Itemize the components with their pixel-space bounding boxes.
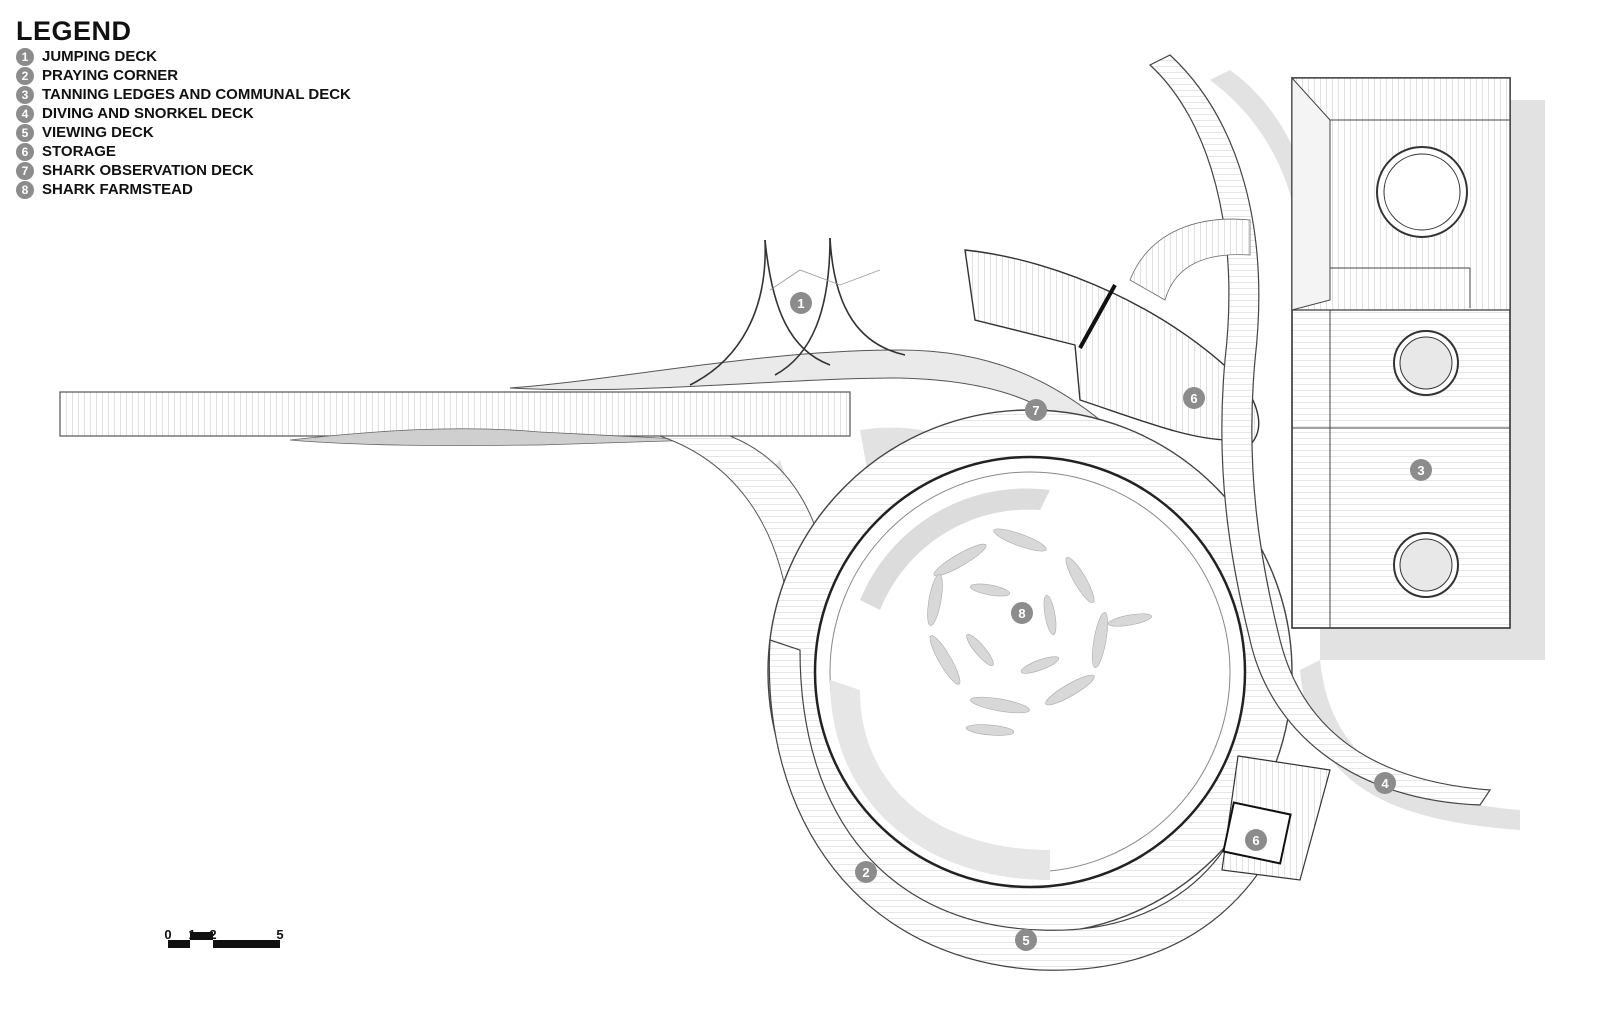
legend-item: 7 SHARK OBSERVATION DECK <box>16 162 436 180</box>
scale-tick: 0 <box>164 927 172 942</box>
long-pier <box>59 349 1101 446</box>
stair-arc <box>1129 218 1251 301</box>
legend-item: 6 STORAGE <box>16 143 436 161</box>
svg-text:7: 7 <box>1032 403 1039 418</box>
svg-text:1: 1 <box>797 296 804 311</box>
legend-label: JUMPING DECK <box>42 48 158 65</box>
jumping-deck <box>689 237 906 386</box>
legend-item: 3 TANNING LEDGES AND COMMUNAL DECK <box>16 86 436 104</box>
legend-number: 7 <box>16 162 34 180</box>
legend-item: 4 DIVING AND SNORKEL DECK <box>16 105 436 123</box>
marker-3: 3 <box>1410 459 1432 481</box>
legend-label: VIEWING DECK <box>42 124 154 141</box>
scale-segment <box>168 940 190 948</box>
marker-7: 7 <box>1025 399 1047 421</box>
svg-text:4: 4 <box>1381 776 1389 791</box>
plan-markers: 1 2 3 4 5 6 6 7 8 <box>790 292 1432 951</box>
legend-label: DIVING AND SNORKEL DECK <box>42 105 254 122</box>
marker-6b: 6 <box>1245 829 1267 851</box>
legend-label: STORAGE <box>42 143 116 160</box>
svg-text:6: 6 <box>1190 391 1197 406</box>
legend-number: 2 <box>16 67 34 85</box>
legend-title: LEGEND <box>16 16 132 46</box>
marker-2: 2 <box>855 861 877 883</box>
marker-4: 4 <box>1374 772 1396 794</box>
legend-item: 5 VIEWING DECK <box>16 124 436 142</box>
marker-5: 5 <box>1015 929 1037 951</box>
legend-label: PRAYING CORNER <box>42 67 179 84</box>
communal-deck <box>1291 76 1511 629</box>
legend-number: 3 <box>16 86 34 104</box>
legend-number: 5 <box>16 124 34 142</box>
legend-label: SHARK FARMSTEAD <box>42 181 193 198</box>
legend-number: 1 <box>16 48 34 66</box>
legend-label: SHARK OBSERVATION DECK <box>42 162 254 179</box>
shark-school <box>927 528 1152 736</box>
scale-tick: 5 <box>276 927 284 942</box>
scale-segment <box>190 932 213 940</box>
legend-label: TANNING LEDGES AND COMMUNAL DECK <box>42 86 351 103</box>
scale-tick: 2 <box>209 927 217 942</box>
scale-bar: 0 1 2 5 <box>164 927 298 958</box>
legend: LEGEND 1 JUMPING DECK 2 PRAYING CORNER 3… <box>16 16 436 206</box>
lower-storage <box>1221 755 1331 881</box>
svg-text:2: 2 <box>862 865 869 880</box>
legend-number: 8 <box>16 181 34 199</box>
legend-item: 2 PRAYING CORNER <box>16 67 436 85</box>
svg-text:8: 8 <box>1018 606 1025 621</box>
svg-text:5: 5 <box>1022 933 1029 948</box>
legend-item: 1 JUMPING DECK <box>16 48 436 66</box>
legend-item: 8 SHARK FARMSTEAD <box>16 181 436 199</box>
svg-text:6: 6 <box>1252 833 1259 848</box>
legend-number: 4 <box>16 105 34 123</box>
marker-6a: 6 <box>1183 387 1205 409</box>
marker-8: 8 <box>1011 602 1033 624</box>
pools <box>1376 146 1468 598</box>
legend-number: 6 <box>16 143 34 161</box>
scale-segment <box>213 940 280 948</box>
marker-1: 1 <box>790 292 812 314</box>
svg-text:3: 3 <box>1417 463 1424 478</box>
upper-deck-beam <box>1078 284 1117 349</box>
